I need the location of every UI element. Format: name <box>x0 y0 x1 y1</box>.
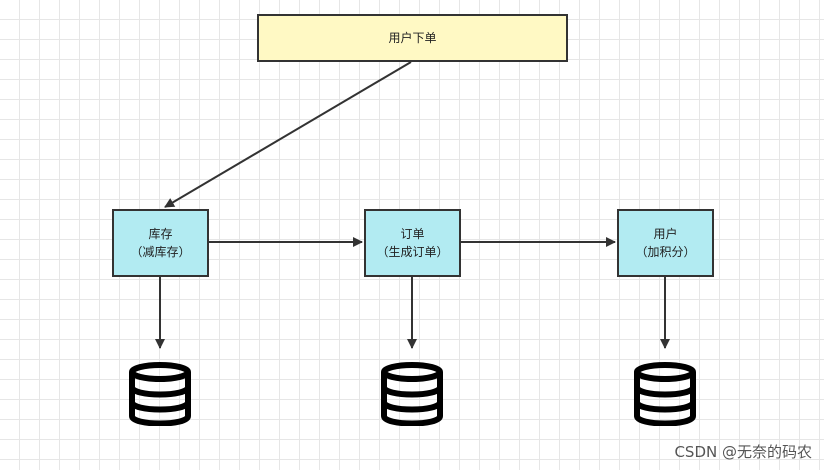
node-user[interactable]: 用户 （加积分） <box>617 209 714 277</box>
node-inventory-title: 库存 <box>148 227 173 241</box>
node-user-title: 用户 <box>653 227 678 241</box>
node-user-order-label: 用户下单 <box>388 31 437 45</box>
database-icon <box>381 362 443 426</box>
node-user-subtitle: （加积分） <box>635 245 696 259</box>
node-order-subtitle: （生成订单） <box>376 245 449 259</box>
database-icon <box>634 362 696 426</box>
node-order[interactable]: 订单 （生成订单） <box>364 209 461 277</box>
edge-order-to-inventory <box>164 61 412 208</box>
node-user-order[interactable]: 用户下单 <box>257 14 568 62</box>
node-order-title: 订单 <box>400 227 425 241</box>
watermark: CSDN @无奈的码农 <box>674 443 812 461</box>
node-inventory-subtitle: （减库存） <box>130 245 191 259</box>
node-inventory[interactable]: 库存 （减库存） <box>112 209 209 277</box>
database-icon <box>129 362 191 426</box>
